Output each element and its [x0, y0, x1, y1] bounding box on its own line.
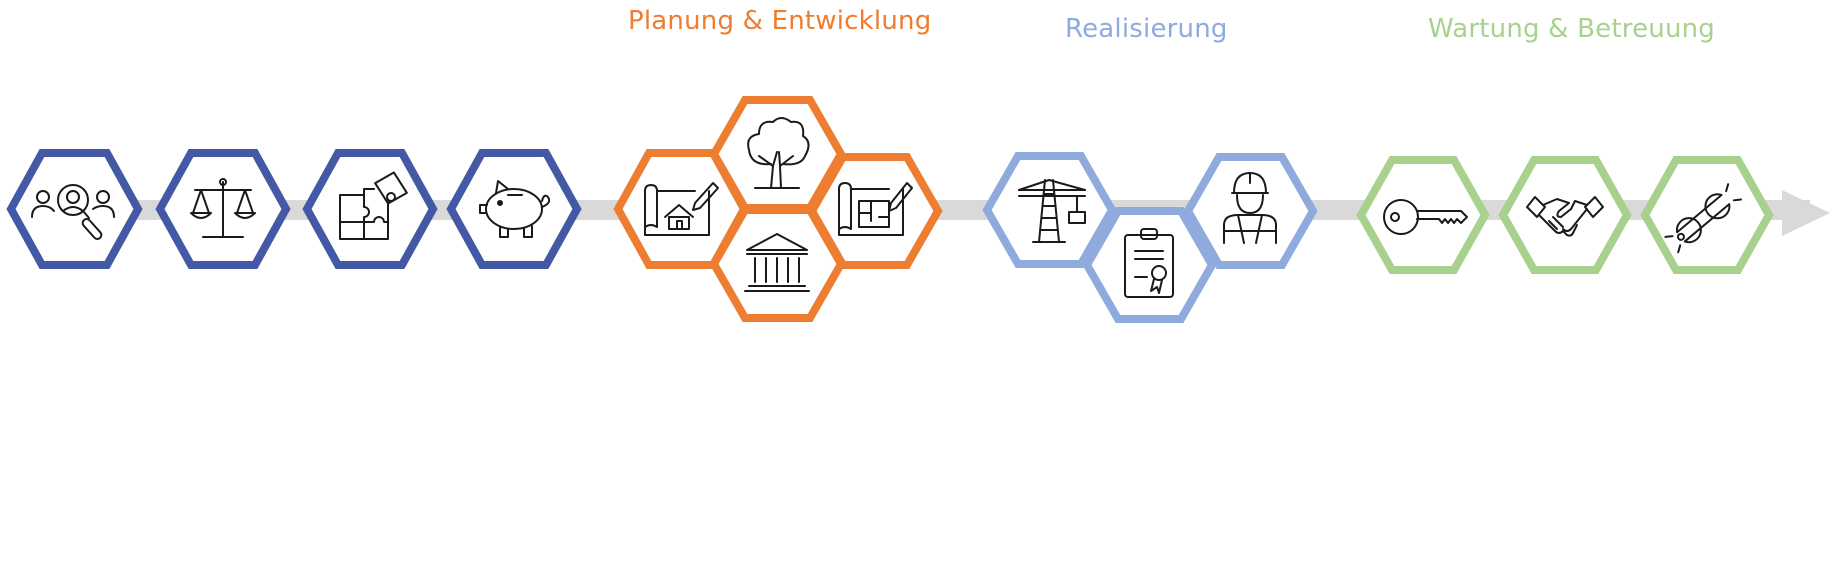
piggy-bank-icon — [479, 180, 551, 238]
puzzle-icon — [339, 171, 408, 240]
tree-icon — [747, 117, 810, 189]
hex-finanzierung — [446, 149, 582, 269]
wrench-icon — [1664, 183, 1743, 254]
hex-puzzle — [302, 149, 438, 269]
hex-grundriss — [807, 153, 943, 269]
timeline-arrowhead — [1782, 190, 1830, 236]
hex-zertifikat — [1082, 207, 1217, 323]
house-blueprint-icon — [644, 182, 719, 236]
hex-werkzeug — [1640, 156, 1774, 274]
floorplan-blueprint-icon — [838, 182, 913, 236]
hex-bauarbeiter — [1183, 153, 1318, 269]
scales-icon — [190, 178, 256, 238]
people-search-icon — [31, 184, 115, 240]
hex-analyse — [6, 149, 143, 269]
hex-schluessel — [1356, 156, 1490, 274]
government-building-icon — [744, 233, 810, 292]
hex-kran — [982, 152, 1117, 268]
phase-label-realisierung: Realisierung — [1065, 14, 1228, 44]
phase-label-planung: Planung & Entwicklung — [628, 6, 932, 36]
handshake-icon — [1526, 196, 1604, 237]
crane-icon — [1018, 179, 1086, 243]
key-icon — [1383, 199, 1468, 235]
certificate-clipboard-icon — [1124, 228, 1174, 298]
construction-worker-icon — [1223, 172, 1277, 244]
phase-label-wartung: Wartung & Betreuung — [1428, 14, 1716, 44]
